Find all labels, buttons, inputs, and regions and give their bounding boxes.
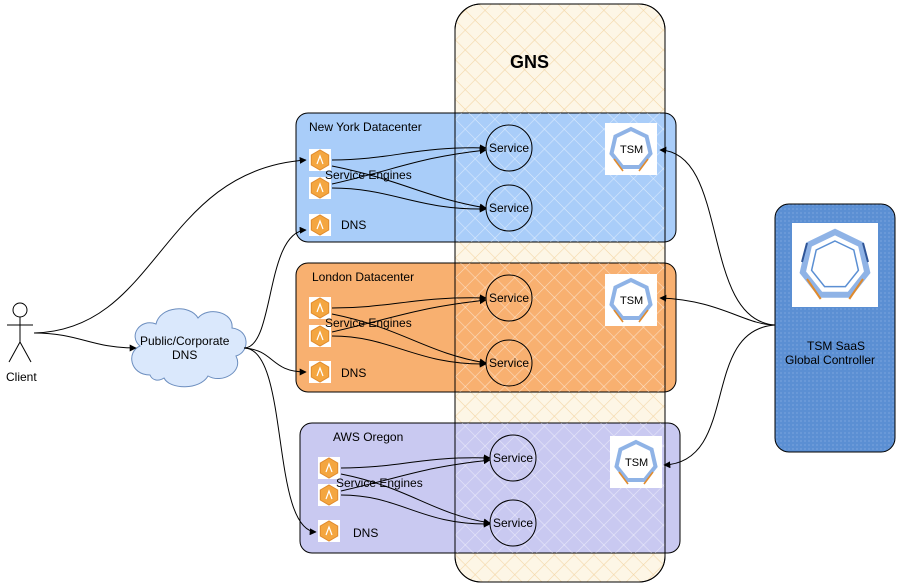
service-engine-icon	[309, 325, 331, 347]
tsm-large-logo-icon	[799, 228, 871, 300]
service-engine-icon	[309, 177, 331, 199]
service-label: Service	[489, 356, 529, 370]
service-engine-icon	[309, 149, 331, 171]
dns-cloud-label-line1: Public/Corporate	[140, 334, 230, 348]
edges	[33, 144, 776, 536]
dns-label: DNS	[341, 366, 366, 380]
service-engine-icon	[318, 457, 340, 479]
service-label: Service	[493, 451, 533, 465]
tsm-label: TSM	[620, 295, 643, 307]
controller-label-line1: TSM SaaS	[807, 339, 865, 353]
dns-label: DNS	[341, 218, 366, 232]
tsm-logo-icon: TSM	[605, 274, 657, 326]
dns-engine-icon	[318, 520, 340, 542]
datacenter-aws-oregon: AWS Oregon	[299, 422, 681, 554]
service-engine-icon	[309, 297, 331, 319]
datacenter-title: London Datacenter	[312, 270, 414, 284]
gns-label: GNS	[510, 52, 549, 72]
service-label: Service	[489, 291, 529, 305]
datacenter-title: New York Datacenter	[309, 120, 422, 134]
dns-cloud-label-line2: DNS	[172, 348, 197, 362]
gns-outline	[454, 3, 666, 583]
service-label: Service	[493, 516, 533, 530]
tsm-logo-icon: TSM	[605, 123, 657, 175]
tsm-label: TSM	[625, 457, 648, 469]
tsm-label: TSM	[620, 144, 643, 156]
dns-engine-icon	[309, 361, 331, 383]
client-label: Client	[6, 370, 37, 384]
service-label: Service	[489, 201, 529, 215]
client-actor-icon	[7, 302, 33, 363]
controller-label-line2: Global Controller	[785, 353, 875, 367]
dns-engine-icon	[309, 214, 331, 236]
tsm-logo-icon: TSM	[610, 436, 662, 488]
service-label: Service	[489, 141, 529, 155]
dns-cloud-icon	[131, 308, 247, 388]
service-engine-icon	[318, 484, 340, 506]
datacenter-title: AWS Oregon	[333, 430, 403, 444]
dns-label: DNS	[353, 526, 378, 540]
service-engines-label: Service Engines	[336, 476, 423, 490]
